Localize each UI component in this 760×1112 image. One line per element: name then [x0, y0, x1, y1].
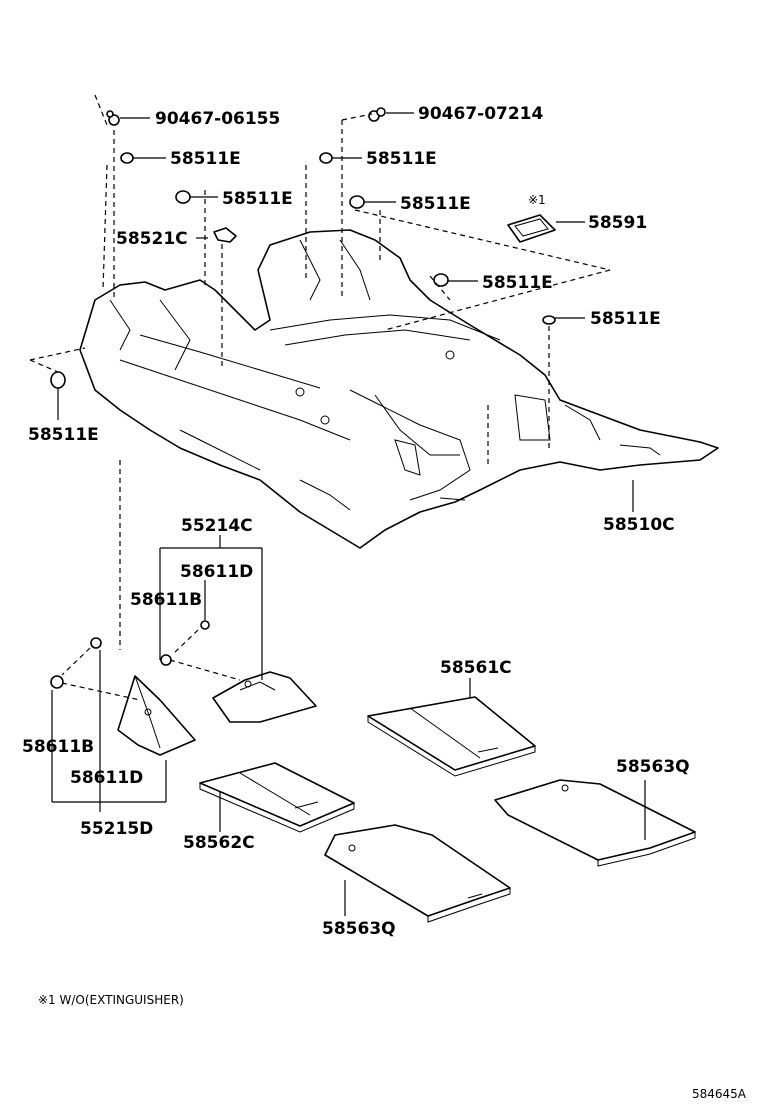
label-58562c: 58562C: [183, 833, 255, 853]
label-90467-06155: 90467-06155: [155, 109, 280, 129]
bracket-55214c-leaders: [159, 535, 263, 680]
label-58563q-1: 58563Q: [616, 757, 690, 777]
label-58521c: 58521C: [116, 229, 188, 249]
floor-carpet-assembly: [79, 229, 719, 549]
leader-lines: [57, 112, 634, 512]
floor-mat-58561c: [367, 678, 536, 777]
floor-mat-58563q-right: [494, 779, 696, 867]
clip-58511E: [50, 152, 556, 389]
label-55215d: 55215D: [80, 819, 153, 839]
label-58611b-2: 58611B: [22, 737, 94, 757]
floor-mat-58563q-bottom: [324, 824, 511, 923]
label-58611b-1: 58611B: [130, 590, 202, 610]
label-58611d-2: 58611D: [70, 768, 143, 788]
label-58511e-6: 58511E: [590, 309, 661, 329]
assembly-dashed-lines: [29, 94, 611, 650]
drawing-code: 584645A: [692, 1087, 747, 1101]
label-58510c: 58510C: [603, 515, 675, 535]
label-58511e-3: 58511E: [222, 189, 293, 209]
label-58511e-5: 58511E: [482, 273, 553, 293]
label-58511e-2: 58511E: [366, 149, 437, 169]
label-55214c: 55214C: [181, 516, 253, 536]
label-58563q-2: 58563Q: [322, 919, 396, 939]
bracket-55214c: [160, 620, 317, 723]
label-58611d-1: 58611D: [180, 562, 253, 582]
bracket-55215d: [50, 637, 196, 756]
clip-90467-06155: [106, 110, 120, 126]
footnote: ※1 W/O(EXTINGUISHER): [38, 993, 184, 1007]
label-58511e-7: 58511E: [28, 425, 99, 445]
label-58511e-4: 58511E: [400, 194, 471, 214]
label-58561c: 58561C: [440, 658, 512, 678]
bracket-55215d-leaders: [51, 650, 167, 812]
label-90467-07214: 90467-07214: [418, 104, 544, 124]
label-plate-58591: [507, 214, 556, 243]
clip-90467-07214: [368, 107, 386, 122]
label-58511e-1: 58511E: [170, 149, 241, 169]
label-58591-note-mark: ※1: [528, 193, 546, 207]
label-58591: 58591: [588, 213, 647, 233]
floor-mat-58562c: [199, 762, 355, 833]
clip-58521C: [213, 227, 237, 243]
